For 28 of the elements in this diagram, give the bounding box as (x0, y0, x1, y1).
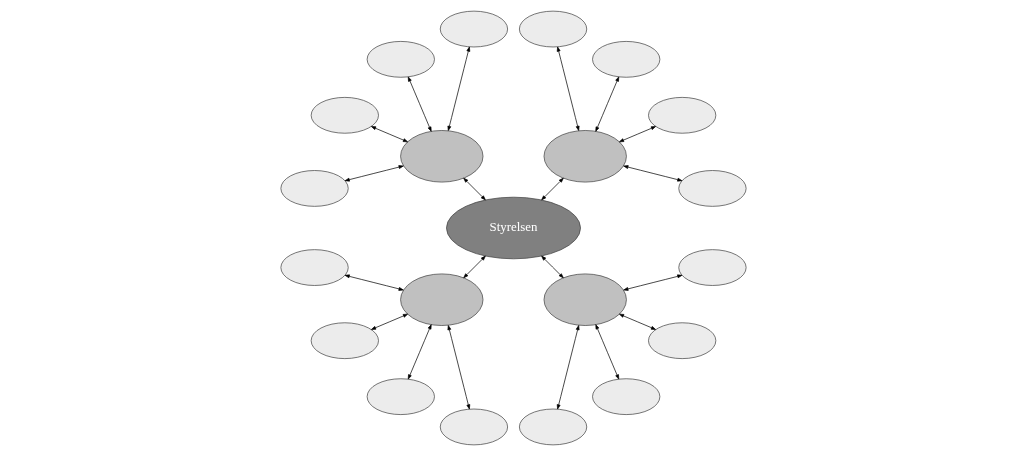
arrow (447, 325, 471, 410)
node-ellipse (366, 41, 435, 78)
arrow (463, 255, 486, 279)
arrow (623, 274, 683, 291)
arrow (407, 324, 432, 380)
arrow (344, 274, 404, 291)
node-ellipse (519, 408, 588, 446)
node-ellipse (592, 378, 661, 415)
arrow (371, 313, 408, 330)
arrow (556, 325, 580, 410)
node-ellipse (439, 10, 508, 48)
arrow (371, 126, 408, 143)
arrow (619, 126, 656, 143)
arrow (541, 255, 564, 279)
node-ellipse (519, 10, 588, 48)
node-ellipse (366, 378, 435, 415)
arrow (595, 76, 620, 132)
arrow (463, 177, 486, 201)
arrow (595, 324, 620, 380)
arrow (556, 46, 580, 131)
arrow (344, 165, 404, 182)
arrow (619, 313, 656, 330)
node-ellipse (592, 41, 661, 78)
node-ellipse (439, 408, 508, 446)
arrow (447, 46, 471, 131)
arrow (541, 177, 564, 201)
arrow (623, 165, 683, 182)
arrow (407, 76, 432, 132)
